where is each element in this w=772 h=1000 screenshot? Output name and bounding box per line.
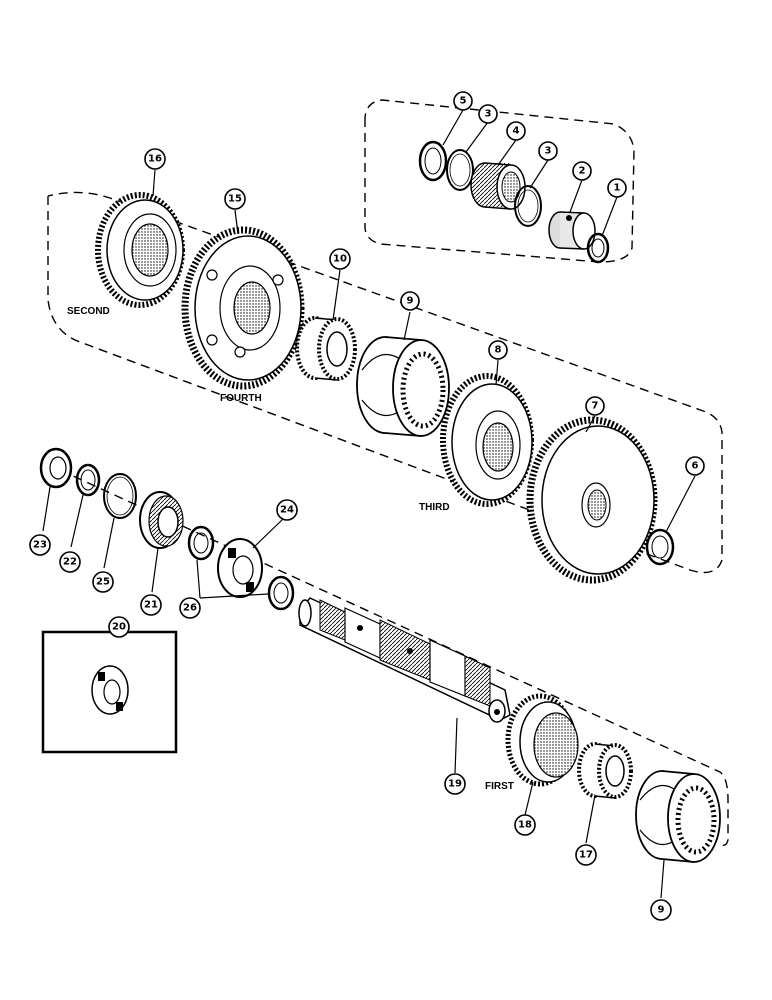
part-22-washer xyxy=(75,463,101,497)
group-outline-bearing xyxy=(364,99,635,263)
svg-text:9: 9 xyxy=(658,905,665,916)
part-9-shift-collar-upper xyxy=(356,336,450,437)
part-8-third-gear xyxy=(440,373,534,507)
callout-17: 17 xyxy=(575,844,597,866)
part-20-inset-box xyxy=(41,630,178,754)
svg-text:6: 6 xyxy=(692,461,699,472)
leader-lines xyxy=(42,109,696,899)
callout-8: 8 xyxy=(488,340,508,360)
callout-6: 6 xyxy=(685,456,705,476)
svg-text:26: 26 xyxy=(183,603,197,614)
callout-19: 19 xyxy=(444,773,466,795)
callout-2: 2 xyxy=(572,161,592,181)
svg-text:23: 23 xyxy=(33,540,47,551)
svg-text:25: 25 xyxy=(96,577,110,588)
callout-3-upper: 3 xyxy=(478,104,498,124)
svg-text:1: 1 xyxy=(614,183,621,194)
callout-24: 24 xyxy=(276,499,298,521)
callout-7: 7 xyxy=(585,396,605,416)
svg-text:5: 5 xyxy=(460,96,467,107)
svg-text:9: 9 xyxy=(407,296,414,307)
part-25-snap-ring xyxy=(103,473,137,519)
callout-4: 4 xyxy=(506,121,526,141)
svg-text:8: 8 xyxy=(495,345,502,356)
group-outline-upper xyxy=(47,191,723,574)
svg-text:21: 21 xyxy=(144,600,158,611)
part-26-spacer-a xyxy=(187,525,215,561)
callout-3-lower: 3 xyxy=(538,141,558,161)
callout-5: 5 xyxy=(453,91,473,111)
part-21-bearing xyxy=(139,491,184,549)
callout-9-upper: 9 xyxy=(400,291,420,311)
group-outline-lower xyxy=(59,469,729,847)
svg-text:20: 20 xyxy=(112,622,126,633)
svg-text:24: 24 xyxy=(280,505,294,516)
callout-18: 18 xyxy=(514,814,536,836)
svg-text:4: 4 xyxy=(513,126,520,137)
svg-text:16: 16 xyxy=(148,154,162,165)
part-23-nut xyxy=(39,447,73,489)
callout-9-lower: 9 xyxy=(650,899,672,921)
svg-text:2: 2 xyxy=(579,166,586,177)
svg-text:7: 7 xyxy=(592,401,599,412)
callout-23: 23 xyxy=(29,534,51,556)
part-17-coupler xyxy=(577,742,633,799)
svg-text:3: 3 xyxy=(545,146,552,157)
svg-text:18: 18 xyxy=(518,820,532,831)
svg-text:22: 22 xyxy=(63,557,77,568)
part-3-snap-ring-a xyxy=(446,149,474,191)
label-first: FIRST xyxy=(485,781,514,792)
svg-text:3: 3 xyxy=(485,109,492,120)
part-9-shift-collar-lower xyxy=(635,770,721,863)
svg-text:17: 17 xyxy=(579,850,593,861)
part-6-snap-ring xyxy=(645,528,675,566)
callout-15: 15 xyxy=(224,188,246,210)
callout-16: 16 xyxy=(144,148,166,170)
label-fourth: FOURTH xyxy=(220,393,262,404)
svg-text:19: 19 xyxy=(448,779,462,790)
callout-10: 10 xyxy=(329,248,351,270)
part-16-second-gear xyxy=(95,192,185,308)
part-7-large-gear xyxy=(526,416,658,584)
callout-21: 21 xyxy=(140,594,162,616)
part-4-needle-bearing xyxy=(470,162,526,210)
label-second: SECOND xyxy=(67,306,110,317)
callout-1: 1 xyxy=(607,178,627,198)
svg-text:15: 15 xyxy=(228,194,242,205)
part-15-fourth-gear xyxy=(181,226,305,390)
label-third: THIRD xyxy=(419,502,450,513)
part-19-main-shaft xyxy=(298,597,511,723)
part-26-spacer-b xyxy=(267,575,295,611)
callout-22: 22 xyxy=(59,551,81,573)
part-3-snap-ring-b xyxy=(514,185,542,227)
part-5-washer xyxy=(418,140,448,182)
part-10-coupler xyxy=(295,316,357,381)
callout-25: 25 xyxy=(92,571,114,593)
callout-20: 20 xyxy=(108,616,130,638)
part-24-thrust-washer xyxy=(217,538,263,598)
part-18-first-gear xyxy=(505,693,579,787)
svg-text:10: 10 xyxy=(333,254,347,265)
callout-26: 26 xyxy=(179,597,201,619)
part-1-snap-ring xyxy=(586,232,610,264)
